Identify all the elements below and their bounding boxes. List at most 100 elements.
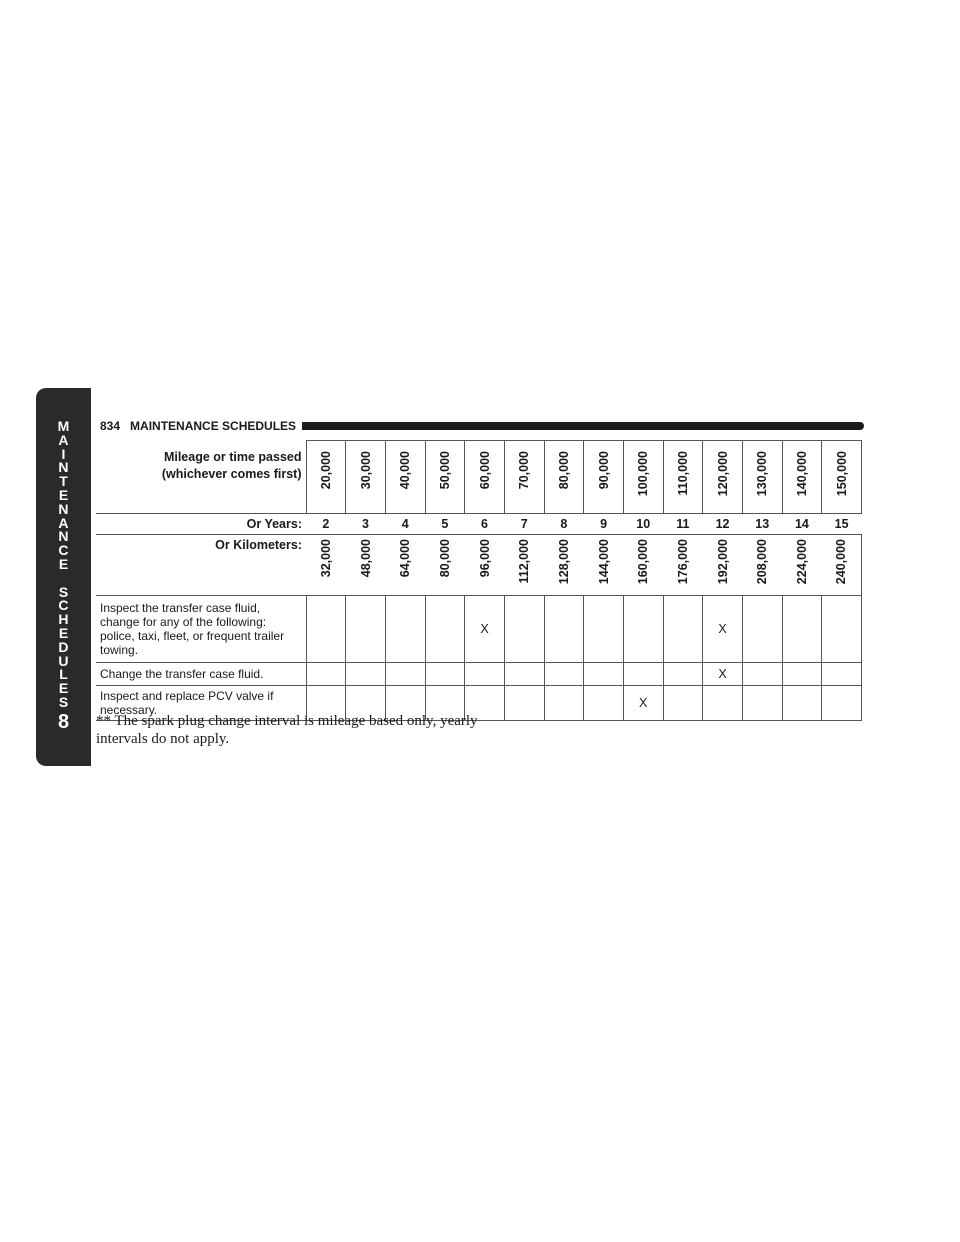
task-mark bbox=[622, 662, 664, 686]
side-tab-letter: L bbox=[59, 666, 68, 683]
task-mark bbox=[464, 685, 505, 721]
task-mark bbox=[702, 685, 743, 721]
years-value: 14 bbox=[782, 513, 822, 535]
mileage-value: 80,000 bbox=[556, 451, 571, 490]
task-mark bbox=[543, 685, 584, 721]
years-value: 4 bbox=[385, 513, 426, 535]
mileage-row: Mileage or time passed(whichever comes f… bbox=[96, 440, 862, 514]
years-value: 2 bbox=[306, 513, 346, 535]
task-mark bbox=[741, 662, 783, 686]
mileage-cell: 80,000 bbox=[543, 440, 584, 514]
mileage-value: 70,000 bbox=[517, 451, 532, 490]
task-mark bbox=[384, 685, 426, 721]
kilometers-cell: 240,000 bbox=[821, 534, 862, 596]
kilometers-cell: 48,000 bbox=[345, 534, 386, 596]
years-value: 9 bbox=[583, 513, 624, 535]
task-mark bbox=[781, 662, 822, 686]
mileage-cell: 50,000 bbox=[424, 440, 465, 514]
kilometers-value: 160,000 bbox=[636, 539, 651, 585]
task-mark bbox=[424, 662, 465, 686]
task-mark bbox=[622, 595, 664, 663]
side-tab-letter: H bbox=[58, 611, 69, 628]
kilometers-value: 32,000 bbox=[318, 539, 333, 578]
task-mark bbox=[583, 685, 624, 721]
side-tab-letter: N bbox=[58, 500, 69, 517]
kilometers-cell: 224,000 bbox=[782, 534, 822, 596]
task-mark bbox=[781, 685, 822, 721]
kilometers-value: 48,000 bbox=[358, 539, 373, 578]
kilometers-cell: 144,000 bbox=[583, 534, 624, 596]
task-mark bbox=[662, 595, 703, 663]
side-tab-letter: E bbox=[58, 555, 69, 572]
side-tab-letter: D bbox=[58, 638, 69, 655]
task-mark bbox=[583, 662, 624, 686]
kilometers-cell: 160,000 bbox=[623, 534, 664, 596]
side-tab-letter: S bbox=[58, 583, 69, 600]
mileage-cell: 140,000 bbox=[781, 440, 822, 514]
side-tab-letter: C bbox=[58, 542, 69, 559]
mileage-value: 50,000 bbox=[437, 451, 452, 490]
years-value: 10 bbox=[623, 513, 664, 535]
task-mark: X bbox=[464, 595, 505, 663]
side-tab-letter: U bbox=[58, 652, 69, 669]
task-mark bbox=[305, 595, 346, 663]
chapter-number: 8 bbox=[57, 710, 70, 733]
task-mark bbox=[503, 685, 545, 721]
section-title: MAINTENANCE SCHEDULES bbox=[130, 419, 297, 433]
task-mark bbox=[305, 685, 346, 721]
task-mark bbox=[424, 595, 465, 663]
years-value: 6 bbox=[464, 513, 505, 535]
mileage-value: 110,000 bbox=[675, 451, 690, 496]
page-header: 834 MAINTENANCE SCHEDULES bbox=[100, 418, 864, 434]
side-tab-letter: N bbox=[58, 459, 69, 476]
years-value: 15 bbox=[821, 513, 862, 535]
side-tab-letter: T bbox=[59, 473, 68, 490]
task-mark bbox=[345, 595, 386, 663]
side-tab-letter: N bbox=[58, 528, 69, 545]
task-description: Change the transfer case fluid. bbox=[96, 662, 306, 686]
side-tab-letter: E bbox=[58, 486, 69, 503]
task-mark bbox=[503, 595, 545, 663]
years-value: 7 bbox=[504, 513, 545, 535]
years-value: 8 bbox=[544, 513, 584, 535]
years-value: 12 bbox=[702, 513, 743, 535]
side-tab-letter: E bbox=[58, 680, 69, 697]
mileage-label: Mileage or time passed bbox=[163, 449, 302, 464]
mileage-value: 140,000 bbox=[794, 451, 809, 497]
mileage-value: 40,000 bbox=[398, 451, 413, 490]
mileage-value: 120,000 bbox=[715, 451, 730, 497]
side-tab-letter: S bbox=[58, 693, 69, 710]
task-mark bbox=[543, 595, 584, 663]
task-row: Inspect and replace PCV valve if necessa… bbox=[96, 685, 862, 721]
mileage-value: 60,000 bbox=[477, 451, 492, 490]
mileage-value: 130,000 bbox=[755, 451, 770, 497]
task-mark bbox=[503, 662, 545, 686]
mileage-value: 90,000 bbox=[596, 451, 611, 490]
task-mark bbox=[741, 685, 783, 721]
years-value: 3 bbox=[345, 513, 386, 535]
task-mark bbox=[821, 595, 862, 663]
mileage-cell: 120,000 bbox=[702, 440, 743, 514]
maintenance-schedule-table: Mileage or time passed(whichever comes f… bbox=[96, 440, 862, 721]
mileage-cell: 30,000 bbox=[345, 440, 386, 514]
task-mark bbox=[662, 685, 703, 721]
task-description: Inspect and replace PCV valve if necessa… bbox=[96, 685, 306, 721]
task-mark bbox=[384, 662, 426, 686]
mileage-cell: 130,000 bbox=[741, 440, 783, 514]
task-mark bbox=[821, 685, 862, 721]
kilometers-cell: 176,000 bbox=[663, 534, 703, 596]
years-value: 13 bbox=[742, 513, 783, 535]
kilometers-label: Or Kilometers: bbox=[215, 538, 302, 552]
task-mark bbox=[583, 595, 624, 663]
kilometers-cell: 112,000 bbox=[504, 534, 545, 596]
mileage-cell: 110,000 bbox=[662, 440, 703, 514]
task-mark: X bbox=[622, 685, 664, 721]
mileage-label-cell: Mileage or time passed(whichever comes f… bbox=[96, 440, 306, 514]
task-row: Inspect the transfer case fluid, change … bbox=[96, 595, 862, 663]
mileage-cell: 60,000 bbox=[464, 440, 505, 514]
kilometers-value: 144,000 bbox=[596, 539, 611, 585]
